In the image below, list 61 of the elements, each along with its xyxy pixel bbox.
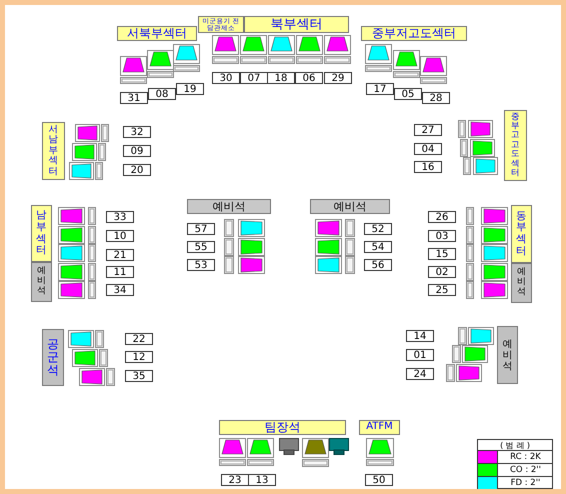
seat-number: 01: [406, 349, 434, 361]
sector-label: 팀장석: [219, 420, 346, 435]
sector-label: 공군석: [42, 329, 64, 386]
seat-number: 21: [106, 249, 134, 261]
reserve-seat-label: 예비석: [31, 262, 52, 302]
sector-label: 동부섹터: [511, 205, 532, 263]
reserve-seat-label: 예비석: [497, 326, 518, 384]
legend-title: ( 범 례 ): [499, 440, 531, 451]
seat-number: 19: [176, 83, 204, 95]
sector-label: 북부섹터: [244, 16, 349, 33]
legend-label: FD : 2'': [497, 476, 553, 489]
seat-number: 34: [106, 284, 134, 296]
seat-number: 54: [364, 241, 392, 253]
seat-number: 55: [187, 241, 215, 253]
seat-number: 25: [428, 284, 456, 296]
seat-number: 07: [240, 72, 268, 84]
seat-number: 53: [187, 259, 215, 271]
seat-number: 30: [212, 72, 240, 84]
seat-number: 52: [364, 223, 392, 235]
sector-label: 중부고고도섹터: [504, 110, 527, 181]
seat-number: 20: [123, 164, 151, 176]
sector-label: 중부저고도섹터: [361, 26, 467, 41]
sector-label: 서남부섹터: [42, 122, 65, 180]
seat-number: 56: [364, 259, 392, 271]
reserve-seat-label: 예비석: [511, 263, 532, 303]
seat-number: 18: [267, 72, 295, 84]
reserve-seat-label: 예비석: [310, 199, 390, 214]
seat-number: 27: [414, 124, 442, 136]
seat-number: 22: [125, 333, 153, 345]
seat-number: 23: [221, 474, 249, 486]
seat-number: 50: [365, 474, 393, 486]
seat-number: 04: [414, 143, 442, 155]
seat-number: 16: [414, 161, 442, 173]
seat-number: 08: [148, 88, 176, 100]
seat-number: 05: [394, 88, 422, 100]
seat-number: 06: [295, 72, 323, 84]
sector-label: ATFM: [359, 420, 400, 435]
sector-label: 서북부섹터: [117, 26, 197, 41]
seat-number: 26: [428, 211, 456, 223]
seat-number: 12: [125, 351, 153, 363]
seat-number: 10: [106, 230, 134, 242]
seat-number: 32: [123, 126, 151, 138]
seat-number: 14: [406, 330, 434, 342]
seat-number: 15: [428, 248, 456, 260]
sector-label: 남부섹터: [31, 205, 52, 262]
seat-number: 02: [428, 266, 456, 278]
seat-number: 09: [123, 145, 151, 157]
legend-label: CO : 2'': [497, 463, 553, 476]
seat-number: 31: [120, 92, 148, 104]
seat-number: 57: [187, 223, 215, 235]
seat-number: 17: [366, 83, 394, 95]
seat-number: 11: [106, 266, 134, 278]
reserve-seat-label: 예비석: [187, 199, 271, 214]
seat-number: 35: [125, 370, 153, 382]
seat-number: 33: [106, 211, 134, 223]
legend-label: RC : 2K: [497, 450, 553, 463]
seat-number: 13: [248, 474, 276, 486]
seat-number: 24: [406, 368, 434, 380]
seat-number: 29: [324, 72, 352, 84]
seat-number: 28: [422, 92, 450, 104]
seat-number: 03: [428, 230, 456, 242]
